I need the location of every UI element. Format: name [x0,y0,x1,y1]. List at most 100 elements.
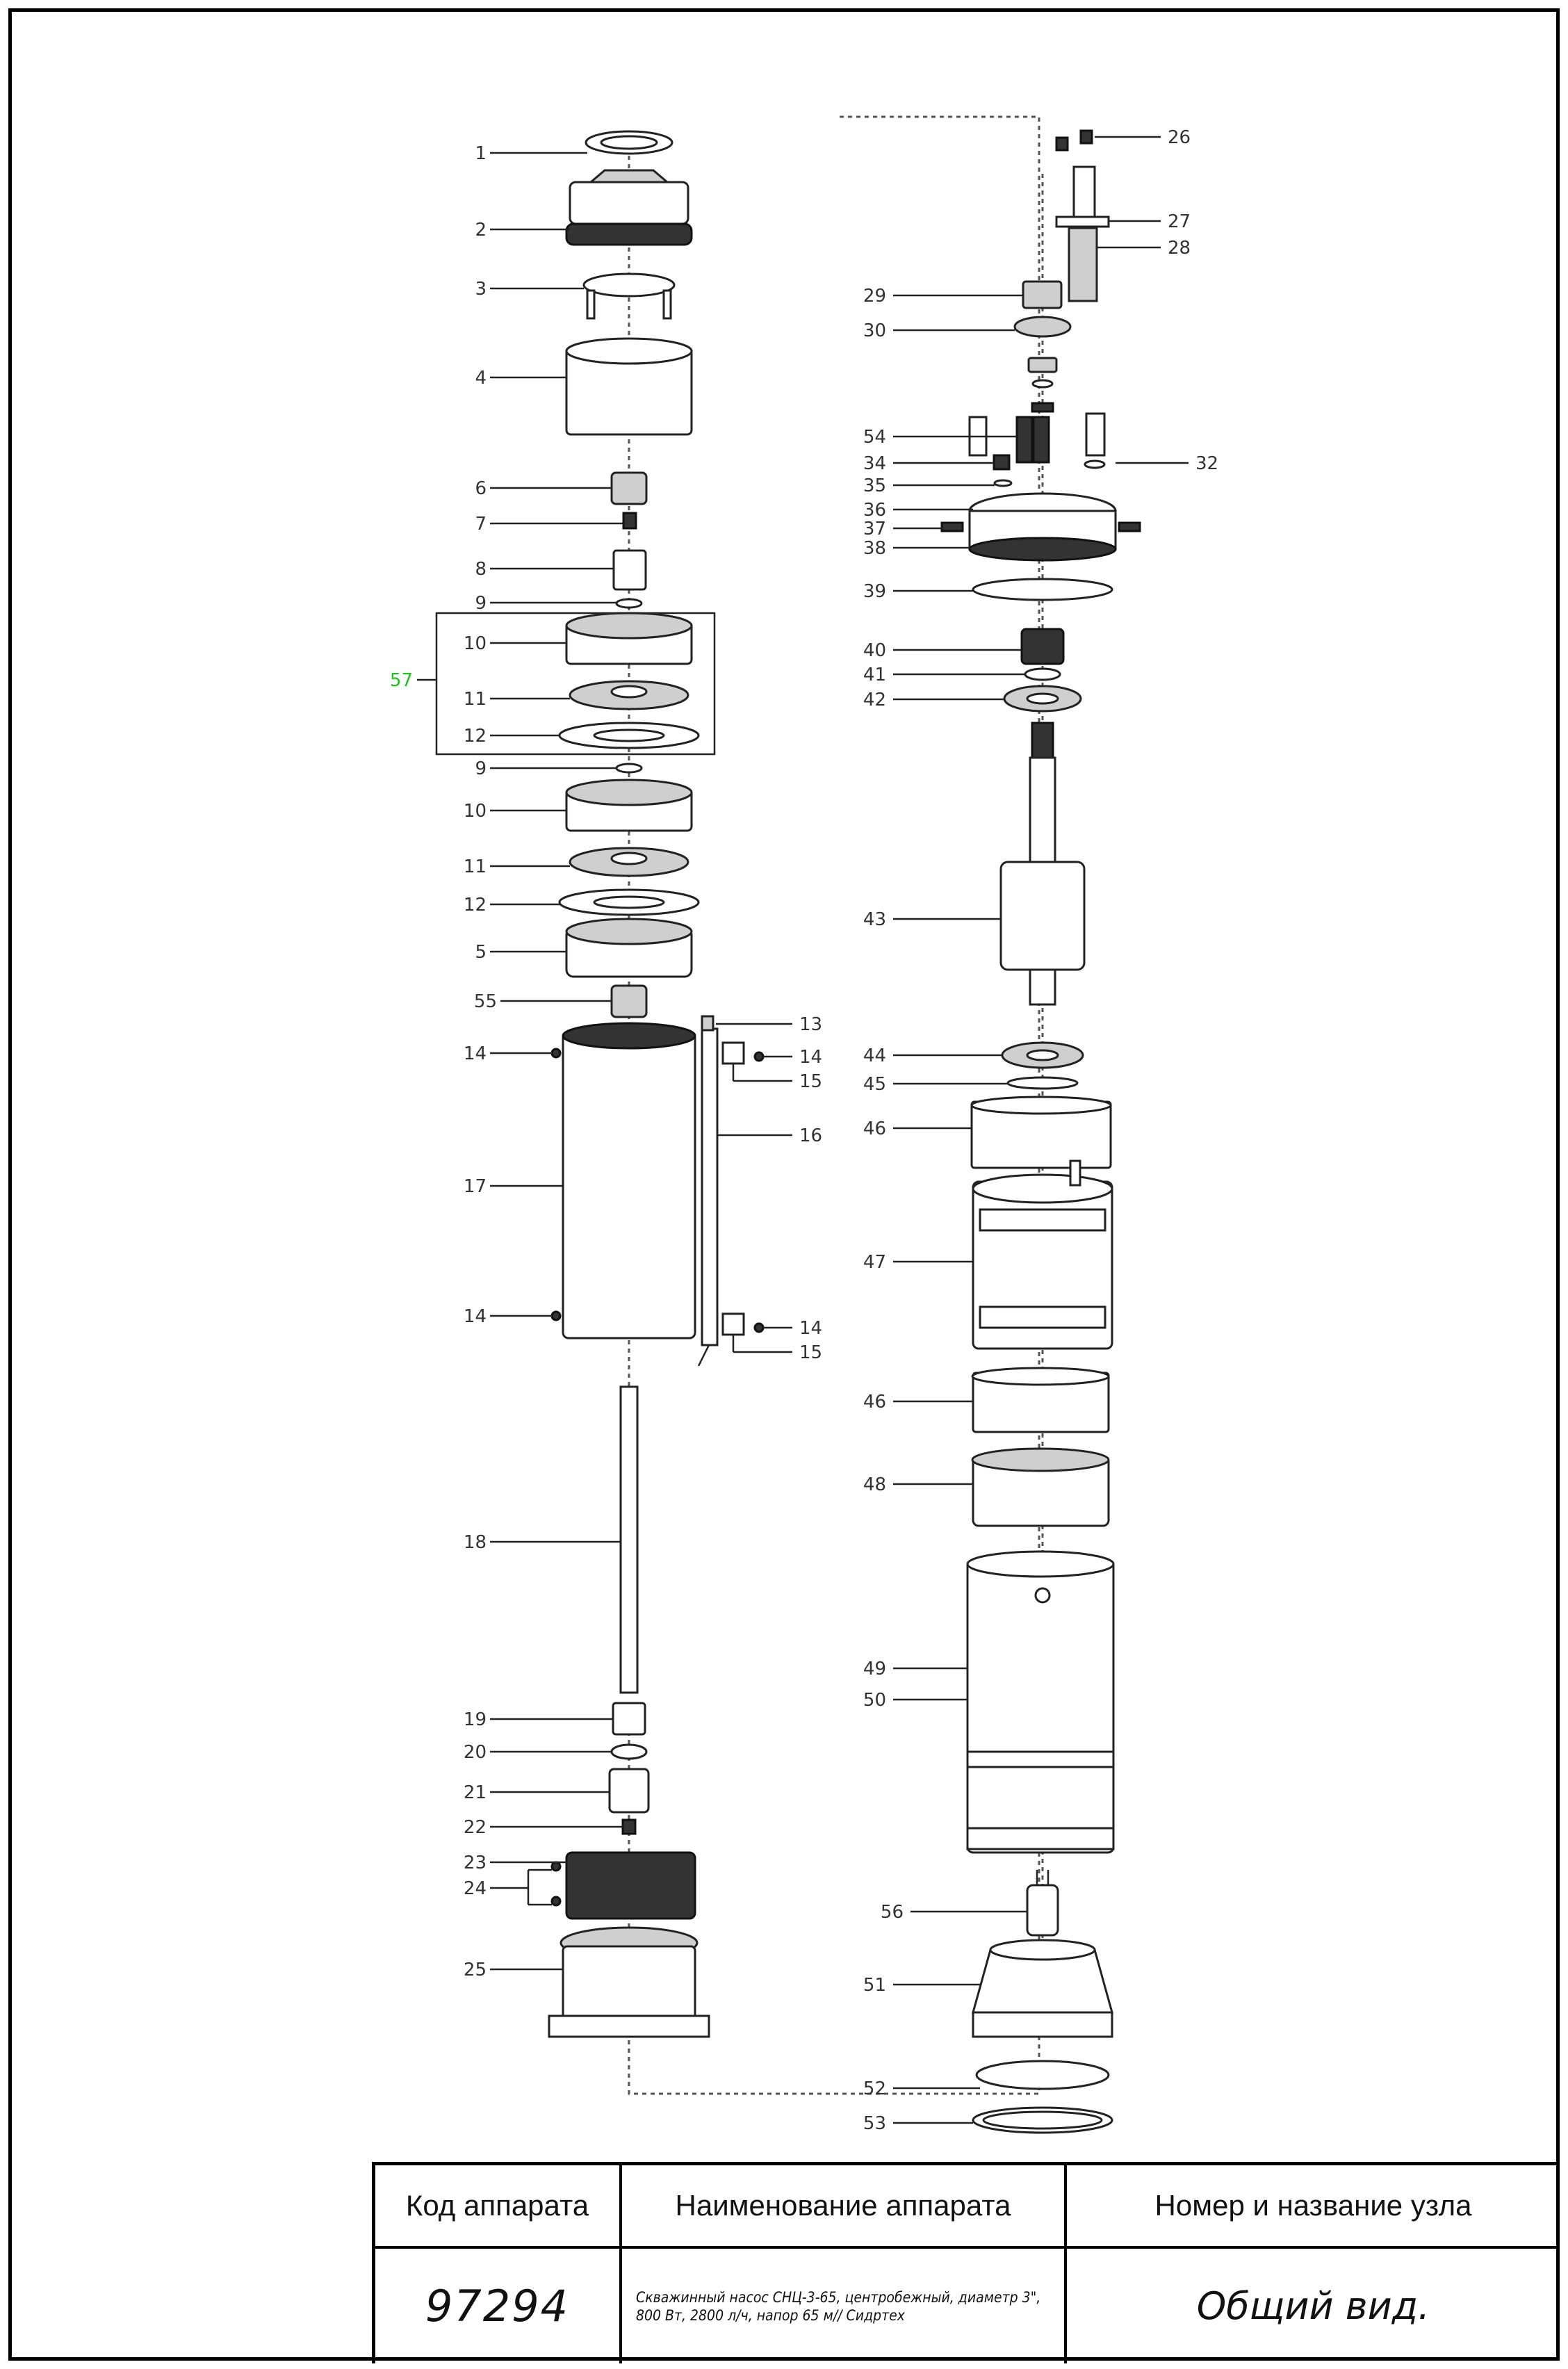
callout-17: 17 [464,1176,487,1197]
callout-10-b: 10 [464,801,487,822]
callout-54: 54 [863,427,886,448]
callout-36: 36 [863,500,886,521]
part-47-stator-ring [972,1159,1113,1350]
part-24-screws [550,1861,562,1907]
part-10-diffuser-2 [565,779,693,832]
callout-46-b: 46 [863,1392,886,1413]
callout-20: 20 [464,1742,487,1763]
callout-8: 8 [475,559,487,580]
callout-56: 56 [881,1902,904,1923]
callout-21: 21 [464,1782,487,1803]
callout-53: 53 [863,2113,886,2134]
callout-14-l2: 14 [464,1306,487,1327]
callout-6: 6 [475,478,487,499]
callout-11: 11 [464,689,487,710]
part-29-cap [1022,280,1063,309]
callouts-right: 26 27 28 29 30 54 34 32 35 36 37 38 39 4… [799,127,1218,2134]
group-57-box [435,612,716,756]
drawing-sheet [8,8,1560,2361]
part-40-seal [1020,628,1065,665]
part-27-cable-plug [1055,165,1110,228]
callout-37: 37 [863,519,886,539]
callout-40: 40 [863,640,886,661]
callout-47: 47 [863,1252,886,1273]
part-18-shaft [619,1385,639,1694]
callout-9-b: 9 [475,758,487,779]
callout-12-b: 12 [464,895,487,915]
part-7-nut [622,512,637,530]
callout-35: 35 [863,475,886,496]
part-53-circlip [972,2106,1113,2134]
callout-26: 26 [1168,127,1191,148]
part-4-housing [565,337,693,436]
part-9-washer-2 [615,763,643,774]
part-52-ring [975,2060,1110,2090]
callout-32: 32 [1195,453,1218,474]
callout-2: 2 [475,220,487,241]
node-name: Общий вид. [1196,2284,1430,2328]
callout-3: 3 [475,279,487,300]
callout-18: 18 [464,1532,487,1553]
leader-lines-right [716,136,1189,2124]
callout-42: 42 [863,690,886,710]
callout-45: 45 [863,1074,886,1095]
part-15-brackets [721,1041,745,1336]
callout-27: 27 [1168,211,1191,232]
callout-15-r1: 15 [799,1071,822,1092]
callout-55: 55 [474,991,497,1012]
part-14-screws [550,1048,765,1333]
callout-46: 46 [863,1118,886,1139]
header-code: Код аппарата [375,2165,622,2249]
callout-51: 51 [863,1975,886,1996]
callout-24: 24 [464,1878,487,1899]
part-49-50-motor-casing [966,1550,1115,1854]
part-3-valve-plate [582,272,676,320]
part-30-washer [1013,316,1072,338]
part-16-cable-guard [697,1027,719,1367]
callout-19: 19 [464,1709,487,1730]
part-41-washer [1024,667,1061,681]
part-23-strainer [565,1851,696,1920]
device-code: 97294 [375,2249,622,2363]
callout-39: 39 [863,581,886,602]
part-small-seals [1027,357,1058,413]
callout-34: 34 [863,453,886,474]
header-node: Номер и название узла [1067,2165,1560,2249]
callout-14-r1: 14 [799,1047,822,1068]
callout-49: 49 [863,1659,886,1679]
part-20-washer [610,1743,648,1760]
part-34-plug [993,454,1011,471]
part-26-screws [1055,129,1093,152]
part-51-end-cap [972,1939,1113,2038]
callout-11-b: 11 [464,856,487,877]
part-8-sleeve [612,549,647,591]
callout-14-l1: 14 [464,1043,487,1064]
leader-lines-left [417,152,623,1971]
callout-7: 7 [475,514,487,535]
callout-38: 38 [863,538,886,559]
header-name: Наименование аппарата [622,2165,1067,2249]
callout-30: 30 [863,320,886,341]
part-12-seal-ring [558,722,700,749]
callout-57-group: 57 [390,670,413,691]
callout-10: 10 [464,633,487,654]
callout-9: 9 [475,593,487,614]
part-21-bushing [608,1768,650,1814]
part-44-bearing [1001,1041,1084,1069]
part-1-ring [585,130,673,155]
part-43-rotor [999,722,1086,1006]
part-46-sleeve [970,1096,1112,1169]
part-11-impeller [569,680,689,710]
callout-48: 48 [863,1474,886,1495]
callout-5: 5 [475,942,487,963]
part-19-coupling-sleeve [612,1702,646,1736]
part-48-bearing-holder [971,1447,1110,1527]
callout-15-r2: 15 [799,1342,822,1363]
callout-1: 1 [475,143,487,164]
callout-41: 41 [863,665,886,685]
callout-14-r2: 14 [799,1318,822,1339]
callout-4: 4 [475,368,487,389]
part-10-diffuser [565,612,693,665]
part-55-coupling [610,984,648,1018]
part-22-bolt [621,1818,637,1835]
